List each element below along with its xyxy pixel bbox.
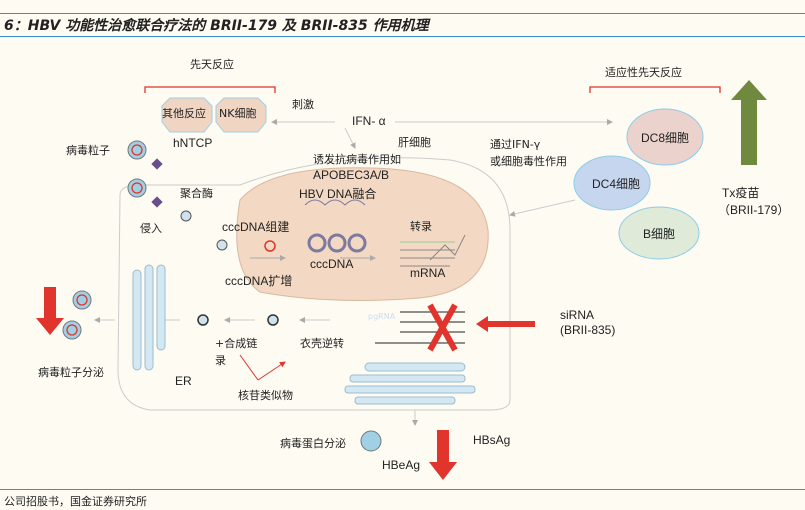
dc8-cell: [626, 108, 704, 166]
dc4-cell: [573, 155, 651, 211]
label-hbv-dna-integration: HBV DNA融合: [299, 187, 377, 201]
virion-icons: [62, 140, 147, 340]
er: [132, 264, 166, 371]
hbsag-down-arrow: [429, 430, 457, 480]
label-innate: 先天反应: [190, 58, 234, 71]
label-virion: 病毒粒子: [66, 144, 110, 157]
figure-title: 6：HBV 功能性治愈联合疗法的 BRII-179 及 BRII-835 作用机…: [0, 13, 805, 37]
cccdna-circle: [307, 233, 327, 253]
innate-bracket: [144, 86, 276, 93]
adaptive-bracket: [589, 86, 721, 93]
label-transcription: 转录: [410, 220, 432, 233]
label-brii179: （BRII-179）: [718, 203, 790, 217]
label-ifn-alpha: IFN- α: [352, 114, 386, 128]
receptor: [151, 196, 163, 208]
label-uncoating: 衣壳逆转: [300, 337, 344, 350]
nk-cell: [215, 97, 267, 133]
protein-particle: [360, 430, 382, 452]
label-dc4: DC4细胞: [592, 177, 641, 191]
label-hntcp: hNTCP: [173, 136, 213, 150]
label-stimulate: 刺激: [292, 98, 314, 111]
nucleus: [236, 167, 489, 301]
label-other-response: 其他反应: [162, 107, 206, 120]
label-er: ER: [175, 374, 192, 388]
label-plus-strand-2: 录: [215, 354, 226, 367]
label-cytotoxic: 或细胞毒性作用: [490, 155, 567, 168]
label-hbeag: HBeAg: [382, 458, 421, 472]
other-response-cell: [161, 97, 213, 133]
hbv-dna-wave: [304, 199, 366, 206]
label-entry: 侵入: [140, 222, 162, 235]
cccdna-circle: [347, 233, 367, 253]
label-apobec: APOBEC3A/B: [313, 168, 390, 182]
label-plus-strand: +合成链: [215, 337, 258, 350]
label-b-cell: B细胞: [643, 227, 676, 241]
label-nk-cell: NK细胞: [219, 107, 257, 120]
b-cell: [618, 206, 700, 260]
label-dc8: DC8细胞: [641, 131, 690, 145]
rcdna-circle: [264, 240, 276, 252]
virion-down-arrow: [36, 287, 64, 335]
label-brii835: (BRII-835): [560, 323, 616, 337]
source-note: 公司招股书，国金证券研究所: [0, 489, 805, 510]
label-hepatocyte: 肝细胞: [398, 136, 431, 149]
cell-membrane: [117, 157, 511, 411]
label-mrna: mRNA: [410, 266, 446, 280]
block-x-icon: [427, 303, 458, 352]
cccdna-circle: [327, 233, 347, 253]
label-virion-secretion: 病毒粒子分泌: [38, 366, 104, 379]
label-induce: 诱发抗病毒作用如: [313, 153, 401, 166]
receptor: [151, 158, 163, 170]
label-cccdna-formation: cccDNA组建: [222, 220, 290, 234]
vaccine-up-arrow: [731, 80, 767, 165]
label-hbsag: HBsAg: [473, 433, 511, 447]
label-cccdna-amplification: cccDNA扩增: [225, 274, 293, 288]
mrna-lines: [400, 234, 466, 267]
sirna-arrow: [476, 316, 535, 332]
label-protein-secretion: 病毒蛋白分泌: [280, 437, 346, 450]
label-via-ifn-gamma: 通过IFN-γ: [490, 138, 541, 151]
label-adaptive: 适应性先天反应: [605, 66, 682, 79]
label-sirna: siRNA: [560, 308, 595, 322]
label-polymerase: 聚合酶: [180, 187, 213, 200]
label-nucleoside: 核苷类似物: [238, 389, 293, 402]
label-pgrna: pgRNA: [368, 312, 396, 321]
label-tx-vaccine: Tx疫苗: [722, 186, 760, 200]
golgi: [344, 362, 476, 405]
label-cccdna: cccDNA: [310, 257, 354, 271]
